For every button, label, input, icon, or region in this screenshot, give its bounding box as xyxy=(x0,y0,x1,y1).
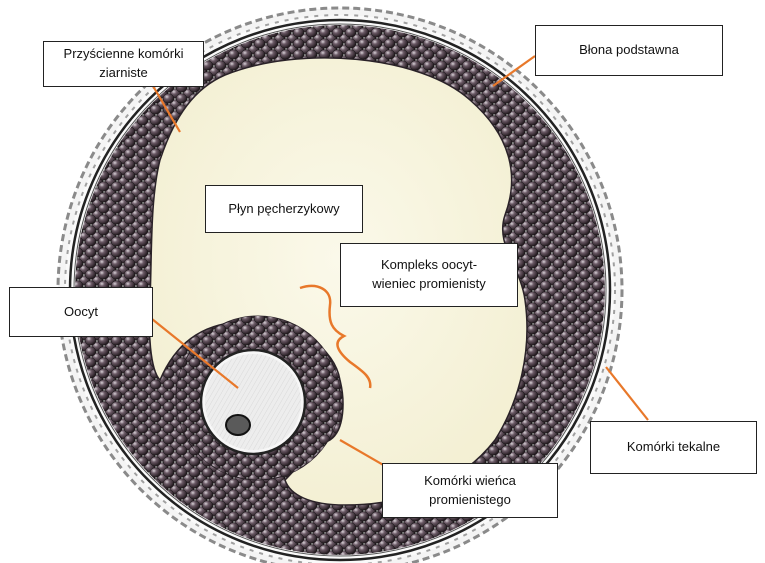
label-complex: Kompleks oocyt-wieniec promienisty xyxy=(340,243,518,307)
oocyte-nucleus xyxy=(226,415,250,435)
label-basement-membrane: Błona podstawna xyxy=(535,25,723,76)
label-granulosa: Przyścienne komórki ziarniste xyxy=(43,41,204,87)
arrow-theca xyxy=(606,367,648,420)
label-theca: Komórki tekalne xyxy=(590,421,757,474)
label-corona: Komórki wieńca promienistego xyxy=(382,463,558,518)
label-oocyte: Oocyt xyxy=(9,287,153,337)
label-follicular-fluid: Płyn pęcherzykowy xyxy=(205,185,363,233)
